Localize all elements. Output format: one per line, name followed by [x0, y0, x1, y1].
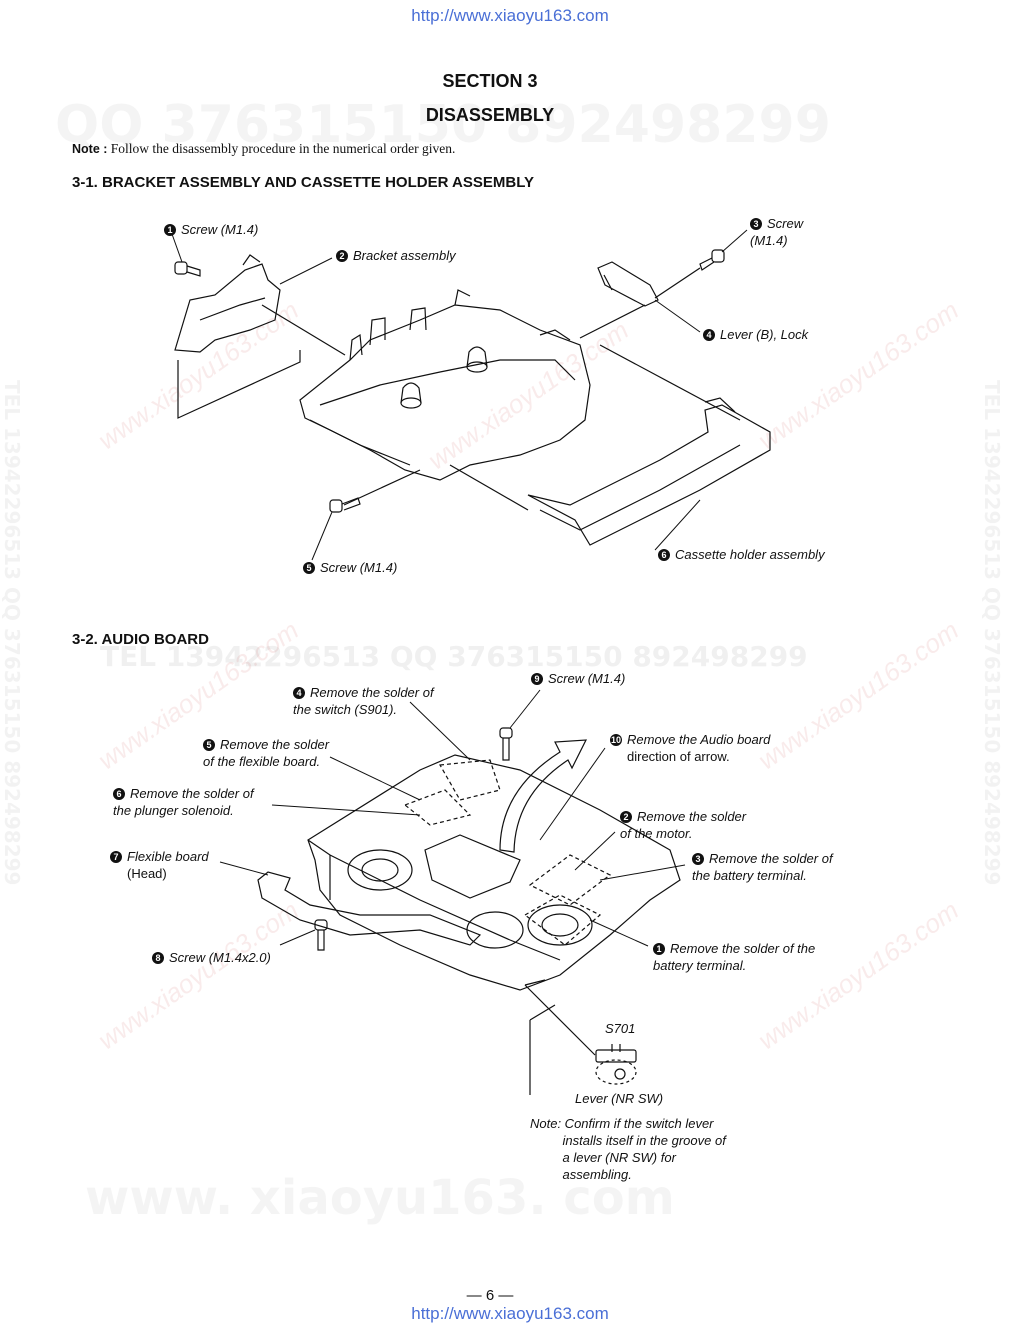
cassette-holder-icon	[527, 404, 771, 546]
screw-8-icon	[314, 919, 328, 951]
watermark-vertical-left: TEL 13942296513 QQ 376315150 892498299	[0, 380, 24, 886]
removal-arrow-icon	[499, 739, 588, 853]
audio-board	[307, 754, 681, 991]
section-title: SECTION 3	[442, 71, 538, 91]
watermark-qq: QQ 376315150 892498299	[55, 95, 831, 155]
sec2-heading: 3-2. AUDIO BOARD	[72, 631, 209, 648]
switch-s701-label: S701	[605, 1021, 636, 1036]
switch-s701-icon	[595, 1049, 637, 1063]
note-label: Note :	[72, 142, 108, 156]
section-subtitle: DISASSEMBLY	[425, 105, 555, 125]
screw-3-icon	[699, 249, 725, 271]
page-number: — 6 —	[466, 1287, 514, 1304]
watermark-site: www. xiaoyu163. com	[85, 1170, 675, 1226]
assembly-note: Note: Confirm if the switch lever instal…	[530, 1116, 726, 1182]
screw-1-icon	[174, 261, 201, 277]
sec1-heading: 3-1. BRACKET ASSEMBLY AND CASSETTE HOLDE…	[72, 174, 535, 191]
screw-9-icon	[499, 727, 513, 761]
note-text: Follow the disassembly procedure in the …	[110, 141, 456, 156]
footer-url[interactable]: http://www.xiaoyu163.com	[411, 1304, 609, 1323]
flexible-board-head: (Head)	[127, 866, 167, 881]
reel-icon	[347, 849, 413, 891]
mechanism-chassis	[299, 304, 591, 481]
reel-icon	[527, 904, 593, 946]
flexible-board-icon	[257, 871, 482, 946]
watermark-tel: TEL 13942296513 QQ 376315150 892498299	[100, 640, 808, 673]
note: Note : Follow the disassembly procedure …	[72, 141, 455, 157]
arrow-direction-note: direction of arrow.	[627, 749, 730, 764]
screw-5-icon	[329, 497, 361, 513]
header-url[interactable]: http://www.xiaoyu163.com	[411, 6, 609, 25]
watermark-vertical-right: TEL 13942296513 QQ 376315150 892498299	[980, 380, 1004, 886]
bracket-icon	[174, 263, 281, 353]
lever-nr-sw-label: Lever (NR SW)	[575, 1091, 664, 1106]
lever-lock-icon	[597, 261, 659, 307]
